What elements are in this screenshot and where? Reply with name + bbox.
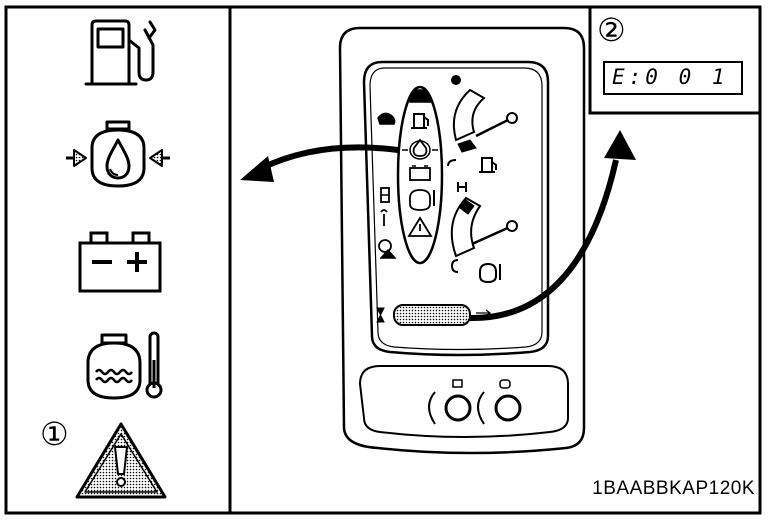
fuel-gauge bbox=[447, 88, 518, 192]
arrow-to-icon-list bbox=[240, 144, 399, 182]
display-readout-box bbox=[603, 61, 743, 95]
warning-lamp-group bbox=[396, 85, 444, 265]
lcd-display-window bbox=[376, 304, 491, 326]
temperature-gauge bbox=[450, 196, 518, 284]
display-readout-text: E:0 0 1 bbox=[612, 65, 729, 89]
callout-number-2: ② bbox=[597, 11, 626, 49]
fuel-pump-icon bbox=[84, 19, 157, 86]
oil-pressure-icon bbox=[66, 120, 170, 188]
arrow-to-display-callout bbox=[469, 130, 636, 322]
coolant-temperature-icon bbox=[86, 331, 163, 400]
master-warning-icon bbox=[75, 422, 167, 499]
figure-code-label: 1BAABBKAP120K bbox=[592, 478, 755, 499]
panel-switches bbox=[428, 379, 522, 425]
display-callout-box bbox=[588, 7, 760, 115]
cluster-small-icons bbox=[377, 75, 461, 259]
outer-border bbox=[4, 5, 762, 515]
callout-number-1: ① bbox=[40, 415, 69, 453]
battery-icon bbox=[78, 231, 162, 293]
